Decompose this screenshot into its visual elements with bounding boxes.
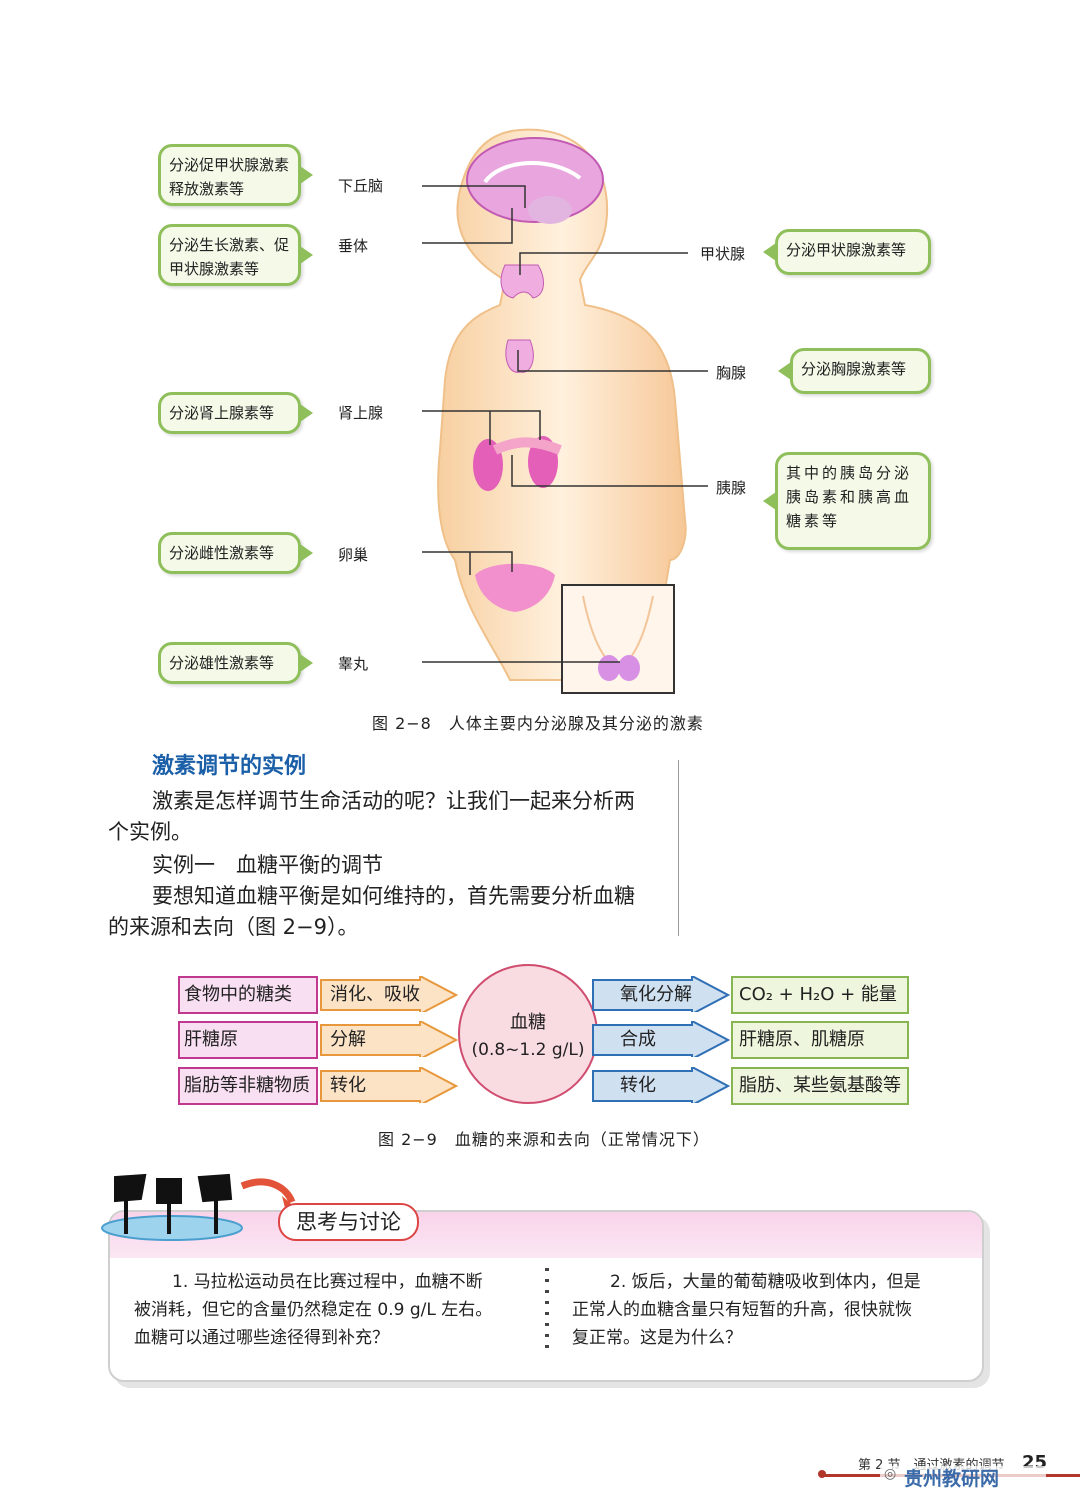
source-box-liver-glycogen: 肝糖原 bbox=[178, 1021, 318, 1059]
paragraph-3-line-2: 的来源和去向（图 2−9）。 bbox=[108, 915, 359, 939]
question-2-line-2: 正常人的血糖含量只有短暂的升高，很快就恢 bbox=[572, 1300, 912, 1320]
example-title: 实例一 血糖平衡的调节 bbox=[152, 853, 383, 877]
question-divider bbox=[545, 1268, 549, 1352]
callout-text: 分泌甲状腺激素等 bbox=[786, 241, 907, 259]
callout-pituitary: 分泌生长激素、促 甲状腺激素等 bbox=[158, 224, 313, 286]
sink-box-glycogen: 肝糖原、肌糖原 bbox=[731, 1021, 909, 1059]
footer-dot bbox=[818, 1470, 826, 1478]
process-label-conversion-in: 转化 bbox=[330, 1075, 366, 1096]
callout-text: 糖素等 bbox=[786, 512, 841, 530]
center-range: (0.8~1.2 g/L) bbox=[471, 1040, 585, 1060]
callout-thyroid: 分泌甲状腺激素等 bbox=[763, 229, 931, 275]
callout-text: 分泌胸腺激素等 bbox=[801, 360, 907, 378]
figure-2-9-caption: 图 2−9 血糖的来源和去向（正常情况下） bbox=[378, 1130, 710, 1149]
section-heading: 激素调节的实例 bbox=[152, 754, 307, 779]
arrow-breakdown bbox=[320, 1021, 458, 1057]
callout-text: 分泌促甲状腺激素 bbox=[169, 156, 290, 174]
callout-text: 分泌生长激素、促 bbox=[169, 236, 290, 254]
callout-text: 甲状腺激素等 bbox=[169, 260, 260, 278]
callout-text: 释放激素等 bbox=[169, 180, 245, 198]
gland-label-hypothalamus: 下丘脑 bbox=[338, 177, 384, 195]
callout-ovary: 分泌雌性激素等 bbox=[158, 532, 313, 574]
paragraph-1-line-1: 激素是怎样调节生命活动的呢？让我们一起来分析两 bbox=[152, 789, 635, 813]
blood-sugar-circle: 血糖 (0.8~1.2 g/L) bbox=[458, 964, 598, 1104]
leader-lines bbox=[422, 185, 708, 663]
callout-hypothalamus: 分泌促甲状腺激素 释放激素等 bbox=[158, 144, 313, 206]
callout-thymus: 分泌胸腺激素等 bbox=[778, 348, 931, 394]
question-2-line-3: 复正常。这是为什么？ bbox=[572, 1328, 742, 1348]
human-body-illustration bbox=[437, 128, 687, 681]
gland-label-pancreas: 胰腺 bbox=[716, 479, 747, 497]
sink-box-fat-amino-acids: 脂肪、某些氨基酸等 bbox=[731, 1067, 909, 1105]
discussion-box bbox=[108, 1210, 984, 1382]
gland-label-testis: 睾丸 bbox=[338, 655, 369, 673]
watermark-icon: ◎ bbox=[884, 1466, 897, 1482]
process-label-oxidation: 氧化分解 bbox=[620, 984, 692, 1005]
process-label-breakdown: 分解 bbox=[330, 1029, 366, 1050]
discussion-title: 思考与讨论 bbox=[278, 1203, 419, 1241]
watermark-text: 贵州教研网 bbox=[904, 1468, 1000, 1490]
callout-adrenal: 分泌肾上腺素等 bbox=[158, 392, 313, 434]
source-box-non-sugar: 脂肪等非糖物质 bbox=[178, 1067, 318, 1105]
watermark-backdrop bbox=[880, 1466, 1046, 1490]
discussion-header-band bbox=[110, 1212, 982, 1258]
arrow-oxidation bbox=[592, 976, 730, 1012]
callout-text: 其中的胰岛分泌 bbox=[786, 464, 913, 482]
callout-text: 分泌雄性激素等 bbox=[169, 654, 275, 672]
source-box-food: 食物中的糖类 bbox=[178, 976, 318, 1014]
callout-pancreas: 其中的胰岛分泌 胰岛素和胰高血 糖素等 bbox=[763, 452, 931, 550]
gland-label-pituitary: 垂体 bbox=[338, 237, 369, 255]
callout-text: 分泌肾上腺素等 bbox=[169, 404, 275, 422]
arrow-conversion-in bbox=[320, 1067, 458, 1103]
gland-label-thymus: 胸腺 bbox=[716, 364, 747, 382]
question-1-line-3: 血糖可以通过哪些途径得到补充？ bbox=[134, 1328, 389, 1348]
callout-text: 胰岛素和胰高血 bbox=[786, 488, 913, 506]
gland-label-adrenal: 肾上腺 bbox=[338, 404, 384, 422]
arrow-conversion-out bbox=[592, 1067, 730, 1103]
discussion-chairs-icon bbox=[101, 1173, 296, 1241]
question-1-line-1: 1. 马拉松运动员在比赛过程中，血糖不断 bbox=[172, 1272, 483, 1292]
arrow-synthesis bbox=[592, 1021, 730, 1057]
gland-label-thyroid: 甲状腺 bbox=[700, 245, 746, 263]
question-2-line-1: 2. 饭后，大量的葡萄糖吸收到体内，但是 bbox=[610, 1272, 921, 1292]
sink-box-energy: CO₂ + H₂O + 能量 bbox=[731, 976, 909, 1014]
question-1-line-2: 被消耗，但它的含量仍然稳定在 0.9 g/L 左右。 bbox=[134, 1300, 493, 1320]
process-label-conversion-out: 转化 bbox=[620, 1075, 656, 1096]
center-label: 血糖 bbox=[510, 1012, 546, 1033]
figure-2-8-caption: 图 2−8 人体主要内分泌腺及其分泌的激素 bbox=[372, 714, 704, 733]
paragraph-1-line-2: 个实例。 bbox=[108, 820, 192, 844]
testis-inset bbox=[561, 584, 675, 694]
callout-testis: 分泌雄性激素等 bbox=[158, 642, 313, 684]
margin-rule bbox=[678, 760, 679, 936]
process-label-digestion: 消化、吸收 bbox=[330, 984, 420, 1005]
callout-text: 分泌雌性激素等 bbox=[169, 544, 275, 562]
process-label-synthesis: 合成 bbox=[620, 1029, 656, 1050]
arrow-digestion bbox=[320, 976, 458, 1012]
gland-label-ovary: 卵巢 bbox=[338, 546, 369, 564]
paragraph-3-line-1: 要想知道血糖平衡是如何维持的，首先需要分析血糖 bbox=[152, 884, 635, 908]
